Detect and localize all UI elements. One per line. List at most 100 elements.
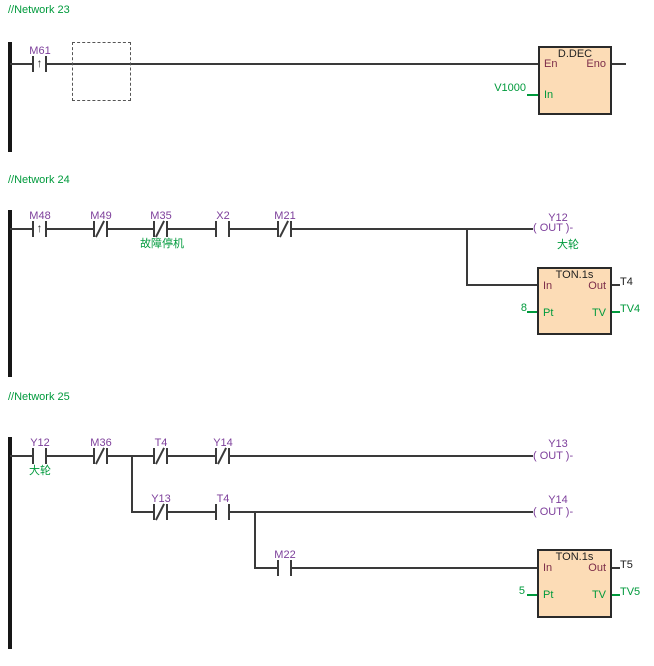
branch-line-net24 [466, 228, 468, 286]
pin-eno: Eno [586, 58, 606, 70]
pin-pt: Pt [543, 589, 554, 601]
pt-stub-line [527, 311, 537, 313]
contact-bar [93, 221, 95, 237]
contact-bar [32, 221, 34, 237]
contact-m21-nc[interactable] [277, 220, 292, 238]
pin-in: In [543, 562, 553, 574]
contact-label-m21: M21 [274, 210, 296, 222]
function-block-ton-t5[interactable]: TON.1s In Out Pt TV [537, 549, 612, 618]
contact-label-m61: M61 [29, 45, 51, 57]
out-stub-line [612, 567, 620, 569]
operand-pt-8[interactable]: 8 [520, 302, 527, 314]
pt-stub-line [527, 594, 537, 596]
contact-bar [215, 504, 217, 520]
contact-label-m35: M35 [150, 210, 172, 222]
contact-bar [32, 56, 34, 72]
contact-bar [45, 448, 47, 464]
empty-element-placeholder[interactable] [72, 42, 131, 101]
block-title: TON.1s [555, 269, 594, 281]
contact-m35-nc[interactable] [153, 220, 168, 238]
comment-y12: 大轮 [557, 239, 579, 251]
power-rail-net23 [8, 42, 12, 152]
operand-v1000[interactable]: V1000 [494, 82, 526, 94]
contact-label-m49: M49 [90, 210, 112, 222]
contact-bar [228, 448, 230, 464]
contact-y13-nc[interactable] [153, 503, 168, 521]
branch-line-net25-a [131, 455, 133, 513]
contact-y12-no[interactable] [32, 448, 47, 464]
contact-m48-rising-edge[interactable]: ↑ [32, 221, 47, 237]
rung-net24-row2 [466, 284, 537, 286]
contact-bar [45, 56, 47, 72]
contact-t4-nc[interactable] [153, 447, 168, 465]
block-title: D.DEC [557, 48, 593, 60]
comment-m35: 故障停机 [140, 238, 184, 250]
pin-tv: TV [591, 307, 606, 319]
network-24-label: //Network 24 [8, 174, 70, 186]
coil-y13-out[interactable]: ( OUT )- [533, 450, 574, 462]
tv-stub-line [612, 594, 620, 596]
function-block-ddec[interactable]: D.DEC En Eno In [538, 46, 612, 115]
contact-m61-rising-edge[interactable]: ↑ [32, 56, 47, 72]
coil-y12-out[interactable]: ( OUT )- [533, 222, 574, 234]
contact-label-m36: M36 [90, 437, 112, 449]
contact-t4-no[interactable] [215, 504, 230, 520]
in-operand-stub-line [527, 94, 538, 96]
function-block-ton-t4[interactable]: TON.1s In Out Pt TV [537, 267, 612, 335]
coil-label-y13: Y13 [548, 438, 568, 450]
pin-en: En [544, 58, 558, 70]
contact-bar [215, 221, 217, 237]
nc-slash-icon [155, 220, 165, 238]
contact-bar [153, 504, 155, 520]
network-23-label: //Network 23 [8, 4, 70, 16]
pin-tv: TV [591, 589, 606, 601]
contact-label-y13-row2: Y13 [151, 493, 171, 505]
operand-tv4[interactable]: TV4 [620, 303, 641, 315]
rung-net25-row3 [254, 567, 537, 569]
contact-bar [93, 448, 95, 464]
operand-pt-5[interactable]: 5 [518, 585, 525, 597]
contact-bar [166, 221, 168, 237]
rung-net25-row2 [131, 511, 533, 513]
operand-tv5[interactable]: TV5 [620, 586, 641, 598]
contact-bar [215, 448, 217, 464]
contact-bar [228, 504, 230, 520]
rising-edge-icon: ↑ [36, 221, 43, 235]
pin-out: Out [588, 280, 606, 292]
contact-bar [106, 448, 108, 464]
contact-x2-no[interactable] [215, 221, 230, 237]
coil-label-y14: Y14 [548, 494, 568, 506]
out-stub-line [612, 284, 620, 286]
contact-bar [45, 221, 47, 237]
nc-slash-icon [279, 220, 289, 238]
power-rail-net25 [8, 437, 12, 649]
nc-slash-icon [95, 220, 105, 238]
coil-label-y12: Y12 [548, 212, 568, 224]
contact-label-t4-row2: T4 [216, 493, 230, 505]
contact-m36-nc[interactable] [93, 447, 108, 465]
nc-slash-icon [217, 447, 227, 465]
contact-m49-nc[interactable] [93, 220, 108, 238]
contact-bar [228, 221, 230, 237]
rung-net24-row1 [10, 228, 533, 230]
contact-label-m48: M48 [29, 210, 51, 222]
rung-net25-row1 [10, 455, 533, 457]
pin-in: In [544, 89, 554, 101]
contact-bar [153, 448, 155, 464]
contact-m22-no[interactable] [277, 560, 292, 576]
branch-line-net25-b [254, 511, 256, 569]
contact-bar [277, 560, 279, 576]
comment-y12-contact: 大轮 [29, 465, 51, 477]
contact-label-x2: X2 [216, 210, 230, 222]
coil-y14-out[interactable]: ( OUT )- [533, 506, 574, 518]
operand-t4[interactable]: T4 [620, 276, 633, 288]
pin-out: Out [588, 562, 606, 574]
network-25-label: //Network 25 [8, 391, 70, 403]
operand-t5[interactable]: T5 [620, 559, 633, 571]
contact-label-y12: Y12 [30, 437, 50, 449]
contact-bar [277, 221, 279, 237]
contact-y14-nc[interactable] [215, 447, 230, 465]
contact-bar [290, 560, 292, 576]
block-title: TON.1s [555, 551, 594, 563]
